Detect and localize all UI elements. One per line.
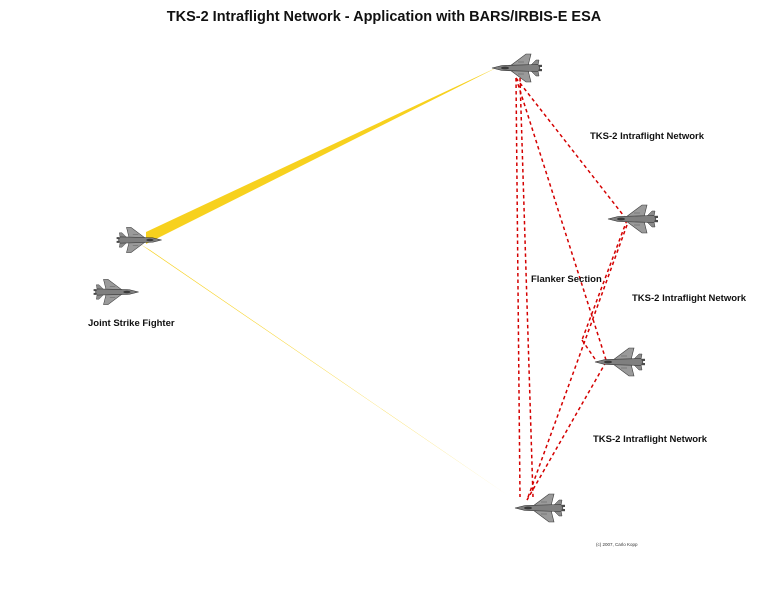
datalink-lines xyxy=(515,77,628,501)
radar-beam-upper xyxy=(146,66,500,244)
copyright-credit: (c) 2007, Carlo Kopp xyxy=(596,542,638,547)
radar-beam-lower xyxy=(140,244,519,503)
jsf-label: Joint Strike Fighter xyxy=(88,318,175,329)
flanker-aircraft-icon xyxy=(607,204,659,234)
diagram-title: TKS-2 Intraflight Network - Application … xyxy=(166,9,602,25)
network-label-top: TKS-2 Intraflight Network xyxy=(590,131,705,142)
network-label-bottom: TKS-2 Intraflight Network xyxy=(593,434,708,445)
network-label-middle: TKS-2 Intraflight Network xyxy=(632,293,747,304)
flanker-aircraft-icon xyxy=(491,53,543,83)
jsf-aircraft-icon xyxy=(93,278,140,306)
flanker-aircraft-icon xyxy=(594,347,646,377)
flanker-aircraft-icon xyxy=(514,493,566,523)
flanker-section-label: Flanker Section xyxy=(531,274,602,285)
